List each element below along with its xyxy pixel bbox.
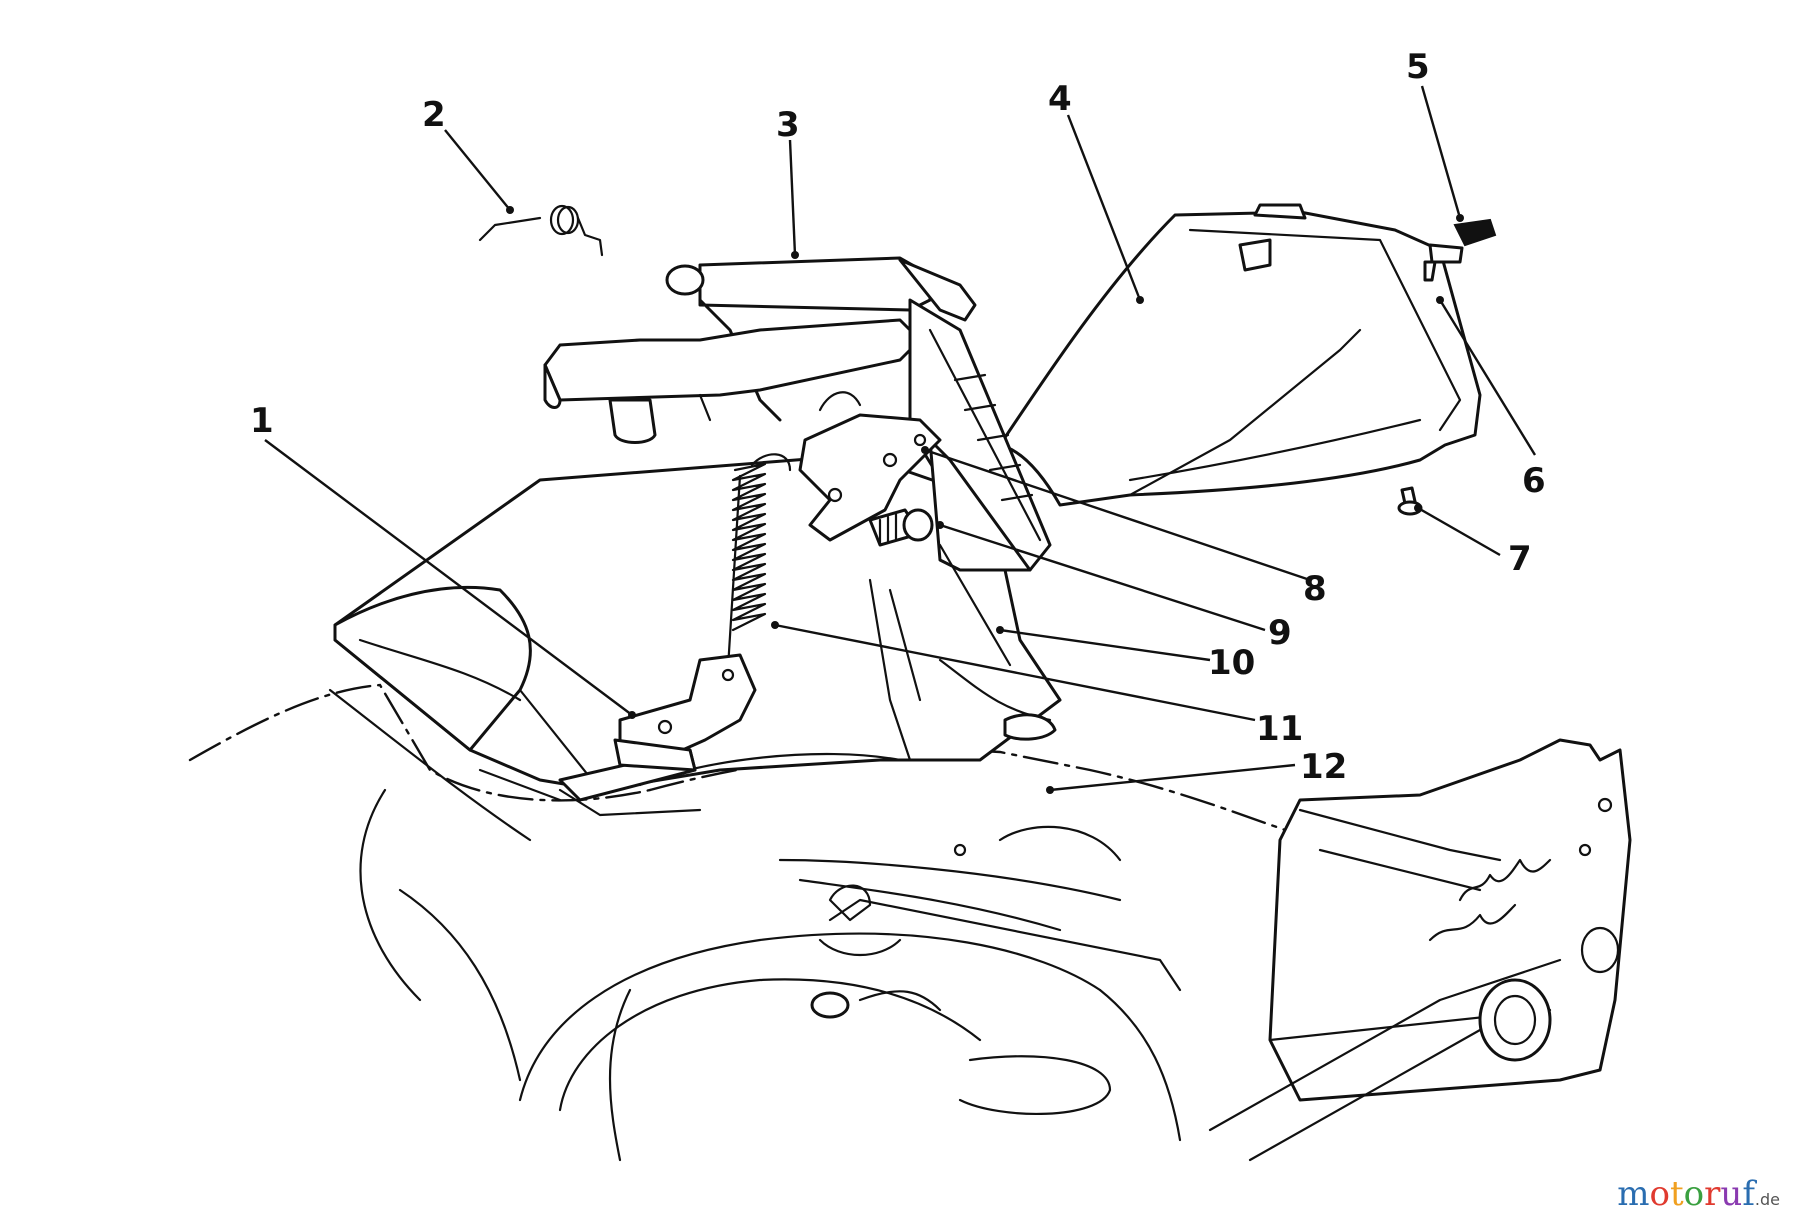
- watermark-logo: motoruf.de: [1617, 1174, 1780, 1214]
- callout-10: 10: [1208, 643, 1255, 683]
- callout-4: 4: [1048, 79, 1072, 119]
- watermark-suffix: .de: [1754, 1190, 1780, 1209]
- part-2-torsion-spring: [478, 204, 604, 257]
- watermark-letter: o: [1683, 1174, 1705, 1214]
- watermark-letter: o: [1649, 1174, 1670, 1214]
- watermark-letter: u: [1720, 1174, 1743, 1214]
- watermark-letter: f: [1742, 1174, 1755, 1214]
- callout-5: 5: [1406, 47, 1430, 87]
- part-3-chute-handle: [543, 256, 1052, 572]
- callout-11: 11: [1256, 709, 1303, 749]
- leader-lines: [264, 85, 1537, 794]
- mower-deck: [188, 683, 1632, 1162]
- part-10-pivot-rod: [938, 543, 1012, 667]
- part-8-mounting-bracket: [798, 391, 942, 542]
- part-1-spring-bracket: [613, 653, 757, 772]
- callout-9: 9: [1268, 613, 1292, 653]
- callout-12: 12: [1300, 747, 1347, 787]
- callout-2: 2: [422, 95, 446, 135]
- callout-7: 7: [1508, 539, 1532, 579]
- callout-8: 8: [1303, 569, 1327, 609]
- part-5-latch: [1423, 218, 1497, 282]
- part-9-bolt: [868, 508, 934, 547]
- callout-3: 3: [776, 105, 800, 145]
- callout-6: 6: [1522, 461, 1546, 501]
- watermark-letter: t: [1669, 1174, 1684, 1214]
- part-4-chute-deflector: [998, 203, 1482, 507]
- callout-1: 1: [250, 401, 274, 441]
- callout-labels: 1 2 3 4 5 6 7 8 9 10 11 12: [250, 47, 1546, 787]
- watermark-letter: m: [1617, 1174, 1650, 1214]
- watermark-letter: r: [1704, 1174, 1721, 1214]
